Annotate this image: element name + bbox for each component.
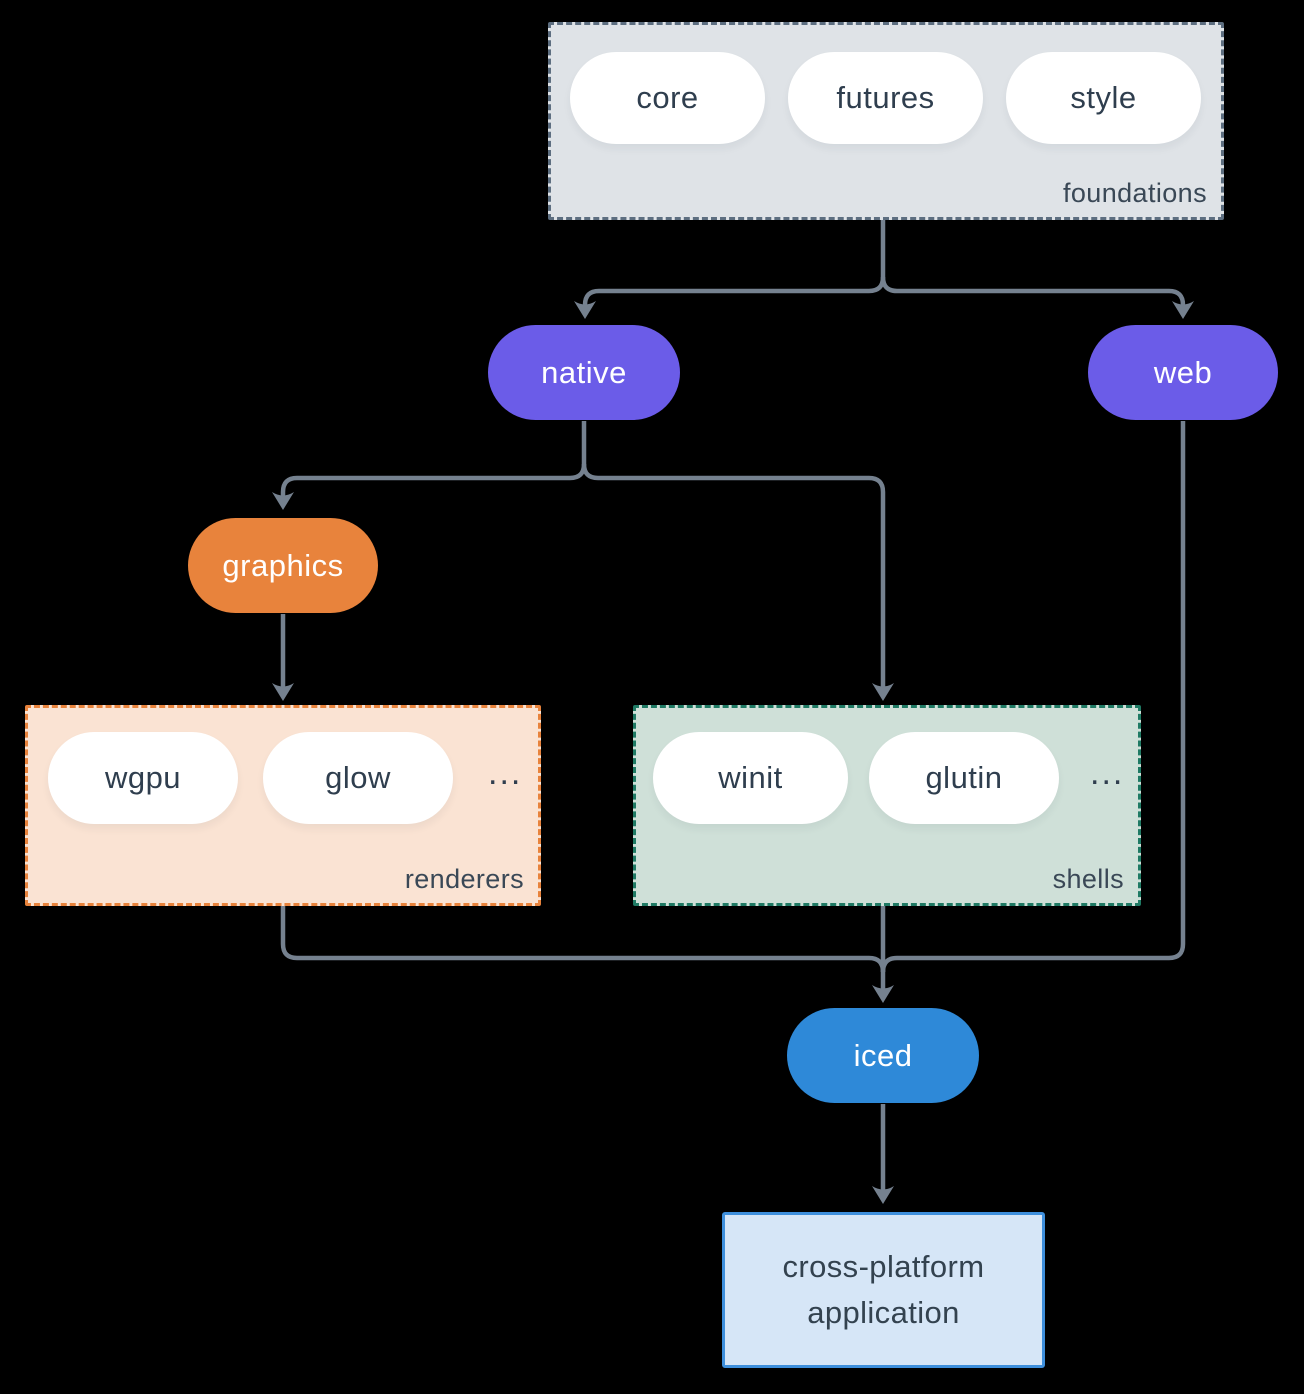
foundations-pill-row: core futures style: [551, 25, 1221, 144]
pill-glutin: glutin: [869, 732, 1059, 824]
arrowhead-web: [1172, 301, 1194, 319]
arrowhead-iced: [872, 985, 894, 1003]
renderers-ellipsis: ...: [488, 753, 523, 792]
shells-ellipsis: ...: [1090, 753, 1125, 792]
app-label-line2: application: [807, 1295, 960, 1330]
shells-pill-row: winit glutin ...: [636, 708, 1138, 824]
pill-winit: winit: [653, 732, 848, 824]
group-label-shells: shells: [1052, 864, 1124, 894]
node-graphics: graphics: [188, 518, 378, 613]
arrowhead-native: [574, 301, 596, 319]
node-native: native: [488, 325, 680, 420]
pill-style: style: [1006, 52, 1201, 144]
pill-wgpu: wgpu: [48, 732, 238, 824]
connector-fork-shells: [581, 463, 886, 688]
arrowhead-shells: [872, 683, 894, 701]
node-iced: iced: [787, 1008, 979, 1103]
node-web: web: [1088, 325, 1278, 420]
pill-futures: futures: [788, 52, 983, 144]
arrowhead-graphics: [272, 492, 294, 510]
renderers-pill-row: wgpu glow ...: [28, 708, 538, 824]
arrowhead-renderers: [272, 683, 294, 701]
connector-fork-web: [880, 276, 1186, 308]
group-renderers: wgpu glow ... renderers: [25, 705, 541, 906]
group-foundations: core futures style foundations: [548, 22, 1224, 220]
arrowheads: [272, 301, 1194, 1204]
connector-fork-graphics: [280, 463, 587, 496]
pill-glow: glow: [263, 732, 453, 824]
group-label-foundations: foundations: [1062, 178, 1207, 208]
arrowhead-application: [872, 1186, 894, 1204]
connector-fork-native: [582, 276, 886, 308]
connector-lines: [280, 216, 1186, 1191]
pill-core: core: [570, 52, 765, 144]
connector-renderers-merge: [280, 901, 886, 973]
group-label-renderers: renderers: [404, 864, 524, 894]
group-shells: winit glutin ... shells: [633, 705, 1141, 906]
node-cross-platform-application: cross-platform application: [722, 1212, 1045, 1368]
app-label-line1: cross-platform: [782, 1248, 985, 1284]
